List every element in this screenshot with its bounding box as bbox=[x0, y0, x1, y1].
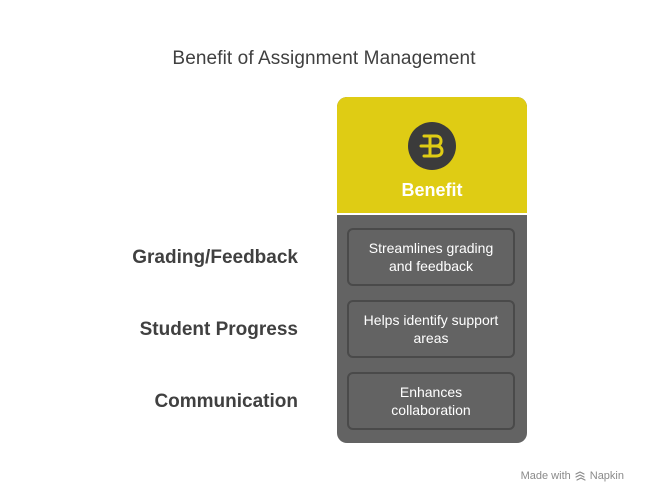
benefit-cell-text: Enhances collaboration bbox=[391, 384, 471, 418]
made-with-text: Made with bbox=[520, 470, 571, 482]
benefit-column-header: Benefit bbox=[337, 97, 527, 215]
benefit-cell-grading-feedback: Streamlines grading and feedback bbox=[347, 228, 515, 286]
benefit-header-label: Benefit bbox=[401, 180, 463, 200]
benefit-cell-text: Helps identify support areas bbox=[363, 312, 499, 346]
benefit-cell-student-progress: Helps identify support areas bbox=[347, 300, 515, 358]
benefit-b-icon bbox=[408, 122, 456, 170]
napkin-logo-icon bbox=[575, 470, 586, 481]
row-label-student-progress: Student Progress bbox=[139, 319, 298, 340]
row-label-communication: Communication bbox=[154, 391, 298, 412]
benefit-column: Benefit Streamlines grading and feedback… bbox=[337, 97, 527, 443]
row-label-grading-feedback: Grading/Feedback bbox=[132, 247, 298, 268]
napkin-brand-text: Napkin bbox=[589, 470, 624, 482]
made-with-napkin-footer[interactable]: Made with Napkin bbox=[521, 470, 624, 482]
benefit-cell-communication: Enhances collaboration bbox=[347, 372, 515, 430]
benefit-cell-text: Streamlines grading and feedback bbox=[368, 240, 494, 274]
diagram-title: Benefit of Assignment Management bbox=[172, 48, 476, 69]
